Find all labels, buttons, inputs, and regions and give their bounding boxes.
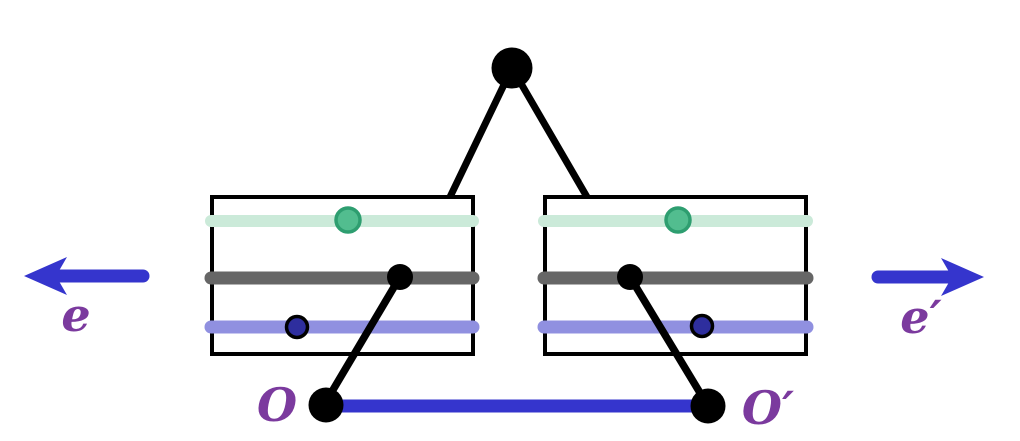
node-O	[308, 387, 344, 423]
green-dot-left	[334, 206, 362, 234]
node-O-prime	[690, 388, 726, 424]
navy-dot-right	[689, 313, 715, 339]
arrow-e-prime-head	[941, 258, 984, 296]
labels-layer: e e′ O O′	[61, 288, 941, 435]
edge-diagonal-left	[320, 275, 404, 407]
label-O-prime: O′	[742, 381, 794, 435]
edge-apex-right	[508, 66, 591, 199]
arrow-e-head	[24, 257, 67, 295]
apex-node	[491, 47, 533, 89]
edge-apex-left	[446, 66, 516, 199]
label-O: O	[257, 378, 297, 432]
green-dot-right	[664, 206, 692, 234]
black-node-left	[387, 264, 413, 290]
label-e: e	[61, 288, 90, 342]
navy-dot-left	[284, 314, 310, 340]
shapes-layer	[24, 47, 984, 424]
edge-diagonal-right	[626, 275, 712, 408]
label-e-prime: e′	[900, 290, 941, 344]
black-node-right	[617, 264, 643, 290]
